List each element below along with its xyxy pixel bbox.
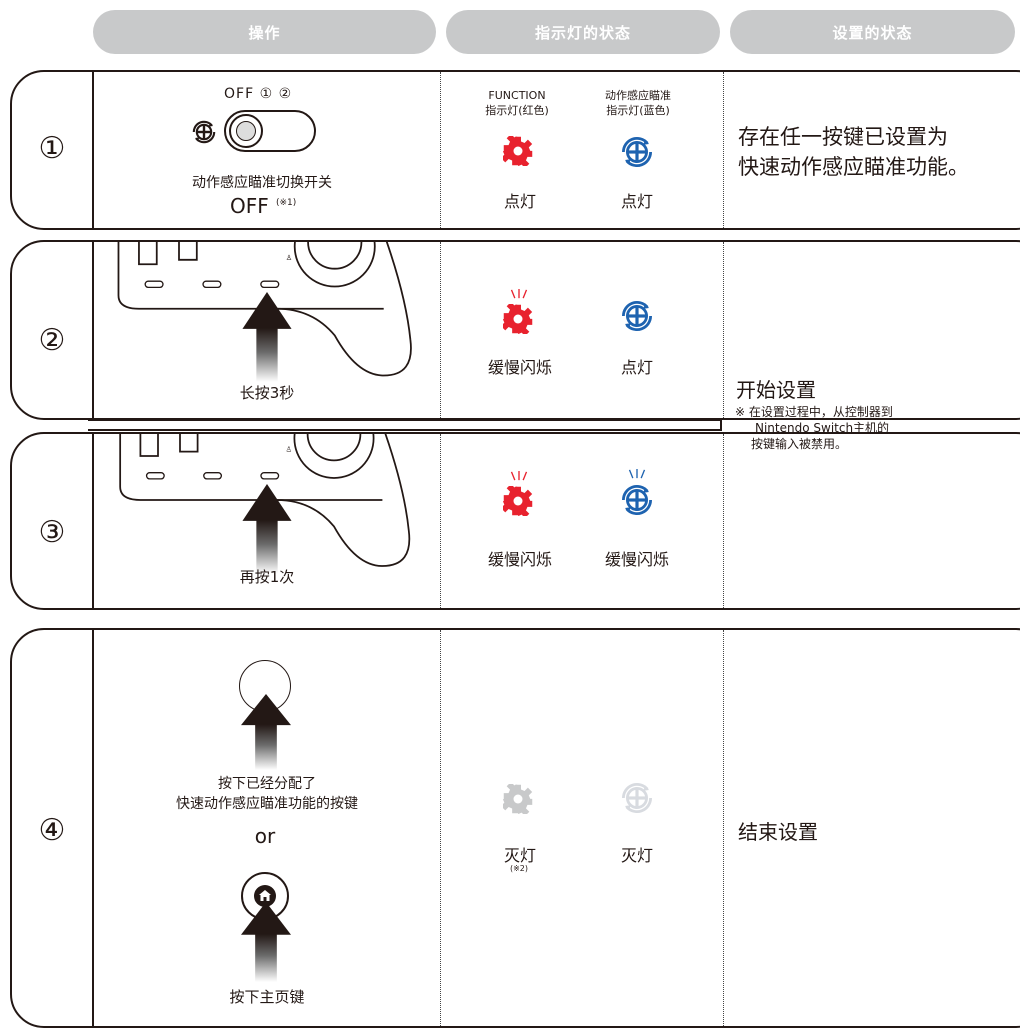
- motion-state: 缓慢闪烁: [604, 550, 669, 569]
- motion-aim-icon: [621, 484, 653, 516]
- connector-bracket: [88, 419, 722, 431]
- step-number: ②: [38, 323, 66, 358]
- up-arrow-icon: [241, 902, 291, 982]
- header-setting-label: 设置的状态: [832, 23, 913, 42]
- header-operation-label: 操作: [248, 23, 281, 42]
- motion-legend-line2: 指示灯(蓝色): [606, 104, 670, 117]
- step-number: ①: [38, 131, 66, 166]
- blink-rays-icon: [509, 470, 529, 482]
- divider: [440, 630, 441, 1026]
- switch-note: (※1): [276, 198, 297, 208]
- function-state: 缓慢闪烁: [487, 550, 552, 569]
- header-indicator-label: 指示灯的状态: [534, 23, 631, 42]
- motion-aim-icon: [621, 300, 653, 332]
- function-legend: FUNCTION 指示灯(红色): [482, 88, 552, 118]
- switch-knob: [229, 114, 263, 148]
- function-legend-line2: 指示灯(红色): [485, 104, 549, 117]
- start-setting-title: 开始设置: [736, 378, 816, 402]
- start-setting-note-line3: 按键输入被禁用。: [751, 437, 848, 451]
- step-4-row: ④ 按下已经分配了 快速动作感应瞄准功能的按键 or 按下主页键 灭灯 (※2)…: [10, 628, 1020, 1028]
- motion-aim-icon: [192, 120, 216, 144]
- setting-state-line2: 快速动作感应瞄准功能。: [738, 155, 969, 179]
- step-action: 再按1次: [239, 568, 295, 586]
- motion-state: 灭灯: [620, 846, 653, 865]
- step-2-row: ② 长按3秒 缓慢闪烁 点灯: [10, 240, 1020, 420]
- motion-state: 点灯: [620, 192, 653, 211]
- step-number: ④: [38, 813, 66, 848]
- header-operation: 操作: [93, 10, 436, 54]
- step-action-line1: 按下已经分配了: [218, 776, 316, 792]
- switch-positions: OFF ① ②: [224, 86, 293, 102]
- motion-state: 点灯: [620, 358, 653, 377]
- divider: [723, 630, 724, 1026]
- up-arrow-icon: [241, 694, 291, 770]
- blink-rays-icon: [509, 288, 529, 300]
- up-arrow-icon: [242, 292, 292, 382]
- function-state: 点灯: [503, 192, 536, 211]
- up-arrow-icon: [242, 484, 292, 574]
- header-setting: 设置的状态: [730, 10, 1015, 54]
- divider: [723, 242, 724, 418]
- setting-state: 存在任一按键已设置为 快速动作感应瞄准功能。: [738, 122, 969, 182]
- start-setting-note-line1: ※ 在设置过程中，从控制器到: [735, 405, 893, 419]
- divider: [92, 630, 94, 1026]
- motion-aim-icon: [621, 136, 653, 168]
- divider: [440, 434, 441, 608]
- step-3-row: ③ 再按1次 缓慢闪烁 缓慢闪烁: [10, 432, 1020, 610]
- divider: [723, 72, 724, 228]
- motion-legend-line1: 动作感应瞄准: [605, 89, 671, 102]
- switch-value: OFF: [230, 194, 269, 218]
- setting-state: 结束设置: [738, 820, 818, 844]
- function-note: (※2): [509, 864, 529, 873]
- home-icon: [254, 885, 276, 907]
- setting-state-line1: 存在任一按键已设置为: [738, 125, 948, 149]
- motion-aim-icon: [621, 782, 653, 814]
- blink-rays-icon: [627, 468, 647, 480]
- divider: [92, 434, 94, 608]
- function-legend-line1: FUNCTION: [488, 89, 546, 102]
- divider: [92, 242, 94, 418]
- divider: [440, 242, 441, 418]
- motion-aim-switch[interactable]: [224, 110, 316, 152]
- gear-icon: [503, 304, 533, 334]
- start-setting-note: ※ 在设置过程中，从控制器到 Nintendo Switch主机的 按键输入被禁…: [735, 404, 893, 452]
- gear-icon: [503, 136, 533, 166]
- function-state: 灭灯: [503, 846, 536, 865]
- divider: [723, 434, 724, 608]
- switch-label: 动作感应瞄准切换开关: [192, 175, 332, 191]
- step-action: 按下已经分配了 快速动作感应瞄准功能的按键: [152, 774, 382, 814]
- step-number: ③: [38, 515, 66, 550]
- home-action: 按下主页键: [229, 988, 305, 1006]
- motion-legend: 动作感应瞄准 指示灯(蓝色): [600, 88, 676, 118]
- step-1-row: ① OFF ① ② 动作感应瞄准切换开关 OFF (※1) FUNCTION 指…: [10, 70, 1020, 230]
- gear-icon: [503, 486, 533, 516]
- divider: [440, 72, 441, 228]
- step-action: 长按3秒: [239, 384, 295, 402]
- or-label: or: [254, 824, 276, 848]
- start-setting-note-line2: Nintendo Switch主机的: [755, 421, 890, 435]
- function-state: 缓慢闪烁: [487, 358, 552, 377]
- gear-icon: [503, 784, 533, 814]
- step-action-line2: 快速动作感应瞄准功能的按键: [176, 796, 358, 812]
- header-indicator: 指示灯的状态: [446, 10, 720, 54]
- divider: [92, 72, 94, 228]
